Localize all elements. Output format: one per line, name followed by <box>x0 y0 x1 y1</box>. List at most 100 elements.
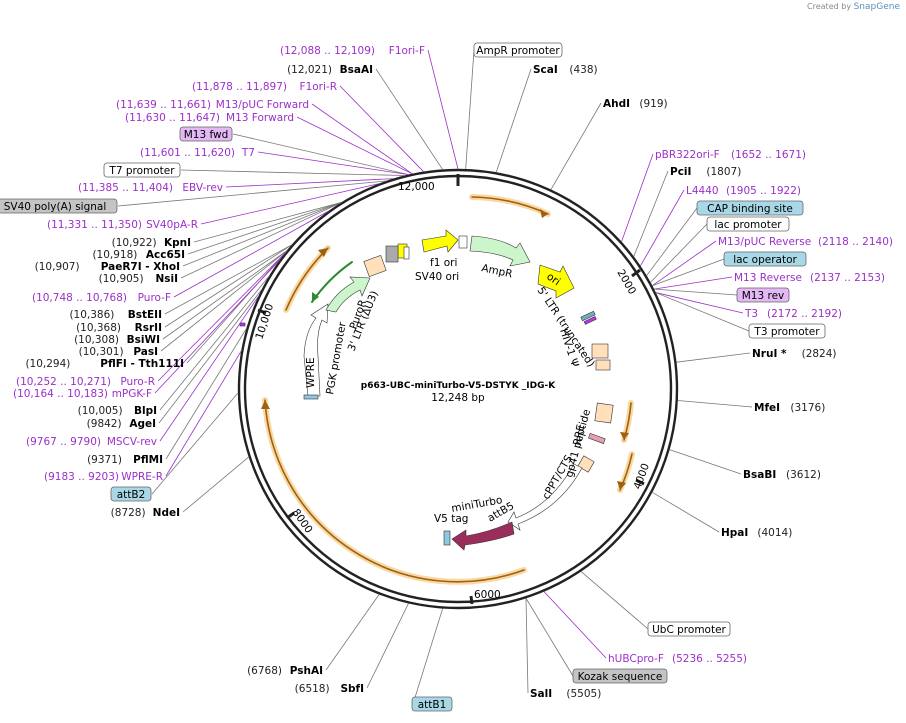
leader-line <box>677 400 753 408</box>
label-name: PshAI <box>290 665 323 677</box>
leader-line <box>653 276 733 290</box>
label-puro-f: (10,748 .. 10,768)Puro-F <box>32 292 171 304</box>
label-position: (8728) <box>111 507 146 519</box>
leader-line <box>232 133 409 176</box>
label-name: M13/pUC Reverse <box>718 236 811 248</box>
miniturbo-arrow <box>451 521 515 551</box>
label-t3: T3(2172 .. 2192) <box>744 308 842 320</box>
label-position: (1652 .. 1671) <box>731 149 806 161</box>
label-name: NdeI <box>153 507 180 519</box>
leader-line <box>325 594 380 671</box>
label-pflfi-tth111i: (10,294)PflFI - Tth111I <box>25 358 184 370</box>
label-name: BsaAI <box>340 64 373 76</box>
leader-line <box>160 250 288 352</box>
leader-line <box>525 598 574 677</box>
label-blpi: (10,005)BlpI <box>78 405 157 417</box>
label-name: BstEII <box>128 309 162 321</box>
tick-6000: 6000 <box>474 589 501 601</box>
label-pbr322ori-f: pBR322ori-F(1652 .. 1671) <box>655 149 806 161</box>
leader-line <box>117 180 387 207</box>
leader-line <box>640 189 685 267</box>
leader-line <box>296 116 413 175</box>
label-name: EBV-rev <box>182 182 223 194</box>
leader-line <box>257 151 409 176</box>
label-position: (10,252 .. 10,271) <box>16 376 111 388</box>
label-name: Acc65I <box>146 249 185 261</box>
label-position: (10,005) <box>78 405 123 417</box>
feat-wpre: WPRE <box>305 357 317 388</box>
leader-line <box>427 49 459 170</box>
leader-line <box>182 202 342 267</box>
label-text: M13 fwd <box>184 129 229 141</box>
leader-line <box>412 608 444 705</box>
label-name: T7 <box>241 147 255 159</box>
leader-line <box>157 253 285 382</box>
label-name: MfeI <box>754 402 780 414</box>
label-position: (11,601 .. 11,620) <box>140 147 235 159</box>
label-sv40-poly-a-signal: SV40 poly(A) signal <box>0 198 118 214</box>
label-name: RsrII <box>135 322 162 334</box>
label-hpai: HpaI(4014) <box>721 527 792 539</box>
leader-line <box>200 183 380 225</box>
label-box <box>411 696 453 712</box>
label-position: (1807) <box>706 166 741 178</box>
label-l4440: L4440(1905 .. 1922) <box>686 185 801 197</box>
leader-line <box>465 49 475 170</box>
leader-line <box>154 259 281 394</box>
label-position: (12,088 .. 12,109) <box>280 45 375 57</box>
label-name: SV40pA-R <box>146 219 198 231</box>
label-m13-puc-forward: (11,639 .. 11,661)M13/pUC Forward <box>116 99 309 111</box>
label-position: (11,878 .. 11,897) <box>192 81 287 93</box>
label-position: (11,630 .. 11,647) <box>125 112 220 124</box>
label-sv40pa-r: (11,331 .. 11,350)SV40pA-R <box>47 219 198 231</box>
label-name: KpnI <box>164 237 191 249</box>
label-attb1: attB1 <box>411 696 453 712</box>
leader-line <box>655 292 750 332</box>
label-position: (9842) <box>87 418 122 430</box>
leader-line <box>339 85 424 172</box>
leader-line <box>653 288 738 296</box>
label-box <box>0 198 118 214</box>
f1-ori-arrow <box>421 229 459 253</box>
leader-line <box>186 250 288 364</box>
label-position: (10,301) <box>79 346 124 358</box>
plasmid-size: 12,248 bp <box>431 392 485 404</box>
leader-line <box>650 223 708 283</box>
label-name: AhdI <box>603 98 630 110</box>
label-position: (6768) <box>247 665 282 677</box>
label-name: M13 Forward <box>226 112 294 124</box>
label-t7: (11,601 .. 11,620) T7 <box>140 147 255 159</box>
label-bsiwi: (10,308)BsiWI <box>74 334 160 346</box>
label-kozak-sequence: Kozak sequence <box>572 668 668 684</box>
leader-line <box>225 178 394 188</box>
feat-pgk-promoter: PGK promoter <box>324 320 349 395</box>
leader-line <box>180 202 342 279</box>
label-t3-promoter: T3 promoter <box>748 323 826 339</box>
leader-line <box>652 258 725 287</box>
label-nsii: (10,905)NsiI <box>99 273 178 285</box>
label-text: SV40 poly(A) signal <box>4 201 107 213</box>
label-t7-promoter: T7 promoter <box>103 162 181 178</box>
feat-v5-tag: V5 tag <box>434 513 468 525</box>
leader-line <box>580 571 649 630</box>
label-mpgk-f: (10,164 .. 10,183)mPGK-F <box>13 388 152 400</box>
leader-line <box>165 350 242 477</box>
label-position: (3176) <box>790 402 825 414</box>
label-ndei: (8728) NdeI <box>111 507 180 519</box>
label-text: attB2 <box>117 489 146 501</box>
label-position: (5505) <box>566 688 601 700</box>
label-name: mPGK-F <box>112 388 152 400</box>
label-name: PflMI <box>133 454 163 466</box>
label-box <box>110 486 152 502</box>
label-position: (10,294) <box>25 358 70 370</box>
label-box <box>696 200 804 216</box>
label-lac-promoter: lac promoter <box>706 216 790 232</box>
leader-line <box>543 591 607 659</box>
label-box <box>572 668 668 684</box>
label-mfei: MfeI (3176) <box>754 402 825 414</box>
label-rsrii: (10,368)RsrII <box>76 322 162 334</box>
leader-line <box>550 102 602 190</box>
label-agei: (9842)AgeI <box>87 418 156 430</box>
tick-marks <box>257 174 645 605</box>
